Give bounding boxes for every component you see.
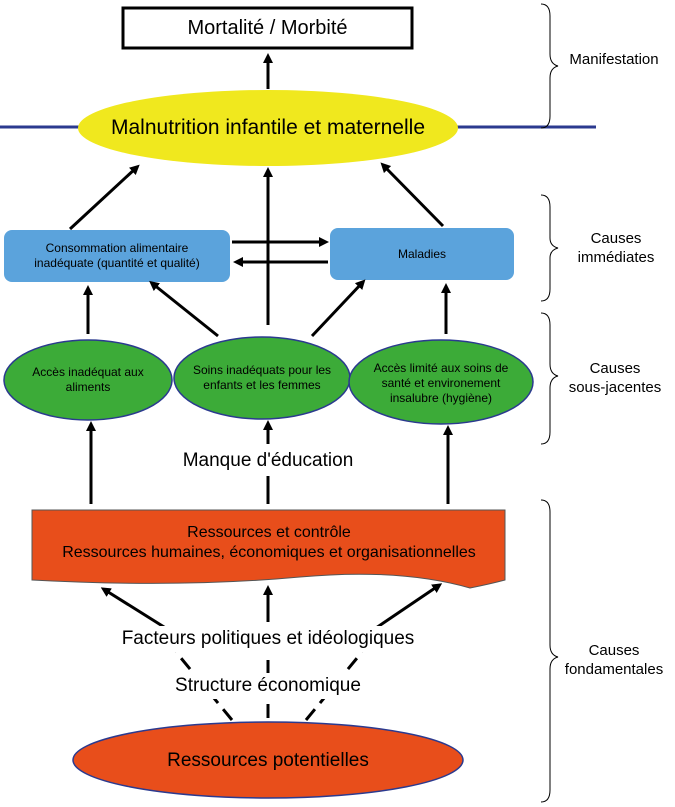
arrow-soins-to-maladies [310, 279, 366, 338]
ressources-potentielles-ellipse [72, 721, 464, 799]
ressources-potentielles-label: Ressources potentielles [167, 750, 369, 772]
mortalite-label: Mortalité / Morbité [187, 16, 348, 39]
arrow-facteurs-to-ressources-right [369, 583, 443, 634]
consommation-box [4, 230, 230, 282]
arrow-soins-to-consommation [149, 280, 219, 338]
ressources-controle-box [31, 509, 506, 589]
malnutrition-ellipse [78, 90, 458, 166]
consommation-label: Consommation alimentaire inadéquate (qua… [34, 241, 200, 270]
structure-label: Structure économique [156, 673, 380, 699]
arrow-facteurs-to-ressources-left [100, 587, 173, 634]
acces-sante-ellipse [348, 339, 534, 425]
brace-causes-fondamentales [540, 499, 559, 803]
arrow-maladies-to-malnutrition [380, 162, 445, 228]
ressources-controle-label: Ressources et contrôle Ressources humain… [62, 524, 476, 561]
brace-causes-sous-jacentes [540, 312, 559, 445]
acces-aliments-ellipse [3, 339, 173, 421]
acces-sante-label: Accès limité aux soins de santé et envir… [373, 360, 509, 405]
arrow-consommation-to-malnutrition [68, 164, 140, 231]
malnutrition-label: Malnutrition infantile et maternelle [111, 115, 425, 139]
facteurs-label: Facteurs politiques et idéologiques [88, 626, 448, 652]
acces-aliments-label: Accès inadéquat aux aliments [32, 365, 144, 394]
soins-inadequats-label: Soins inadéquats pour les enfants et les… [192, 363, 332, 392]
brace-manifestation [540, 3, 559, 129]
level-causes-fondamentales-label: Causes fondamentales [564, 642, 664, 678]
brace-causes-immediates [540, 194, 559, 302]
manque-education-label: Manque d'éducation [182, 450, 354, 472]
level-causes-immediates-label: Causes immédiates [577, 230, 655, 266]
maladies-box [330, 228, 514, 280]
level-causes-sous-jacentes-label: Causes sous-jacentes [568, 360, 662, 396]
level-manifestation-label: Manifestation [569, 50, 659, 68]
maladies-label: Maladies [397, 246, 447, 261]
mortalite-box [121, 6, 414, 50]
